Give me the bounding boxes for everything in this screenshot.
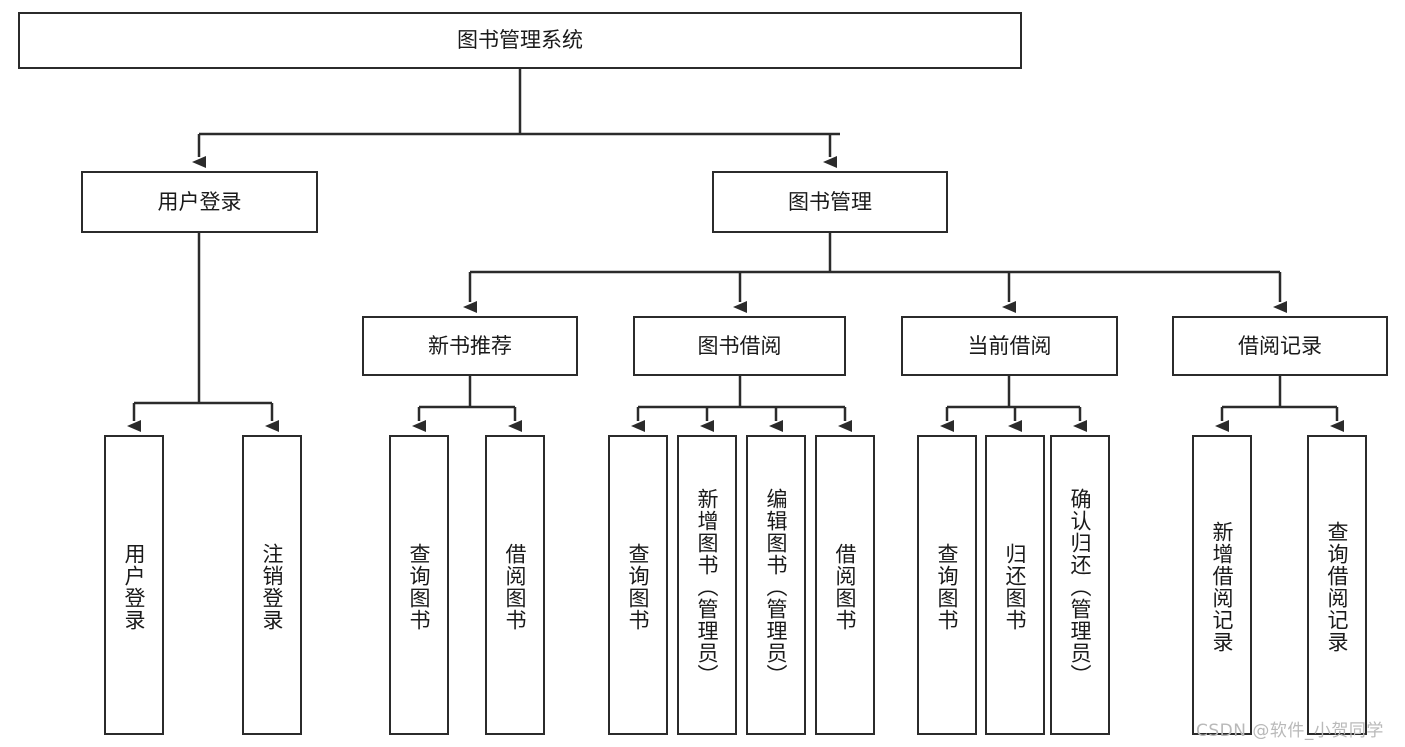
node-leaf-logout-label: 注销登录 [260,543,285,631]
node-leaf-query-book-1[interactable]: 查询图书 [389,435,449,735]
node-leaf-user-login[interactable]: 用户登录 [104,435,164,735]
node-new-book-recommend-label: 新书推荐 [428,333,512,358]
node-leaf-query-book-1-label: 查询图书 [407,543,432,631]
node-book-borrow[interactable]: 图书借阅 [633,316,846,376]
node-leaf-query-book-3[interactable]: 查询图书 [917,435,977,735]
node-leaf-borrow-book-2-label: 借阅图书 [833,543,858,631]
node-leaf-query-book-2[interactable]: 查询图书 [608,435,668,735]
node-user-login-label: 用户登录 [157,189,242,214]
node-leaf-query-book-3-label: 查询图书 [935,543,960,631]
node-leaf-return-book[interactable]: 归还图书 [985,435,1045,735]
node-leaf-confirm-return[interactable]: 确认归还（管理员） [1050,435,1110,735]
node-leaf-borrow-book-1[interactable]: 借阅图书 [485,435,545,735]
node-new-book-recommend[interactable]: 新书推荐 [362,316,578,376]
node-leaf-query-record[interactable]: 查询借阅记录 [1307,435,1367,735]
node-leaf-logout[interactable]: 注销登录 [242,435,302,735]
node-leaf-query-record-label: 查询借阅记录 [1325,521,1350,653]
node-borrow-record[interactable]: 借阅记录 [1172,316,1388,376]
node-leaf-edit-book-label: 编辑图书（管理员） [764,488,789,686]
node-leaf-borrow-book-1-label: 借阅图书 [503,543,528,631]
node-leaf-edit-book[interactable]: 编辑图书（管理员） [746,435,806,735]
node-leaf-query-book-2-label: 查询图书 [626,543,651,631]
node-root-label: 图书管理系统 [457,28,583,53]
node-borrow-record-label: 借阅记录 [1238,333,1322,358]
node-current-borrow[interactable]: 当前借阅 [901,316,1118,376]
node-leaf-return-book-label: 归还图书 [1003,543,1028,631]
node-book-management-label: 图书管理 [788,189,872,214]
node-leaf-borrow-book-2[interactable]: 借阅图书 [815,435,875,735]
node-book-management[interactable]: 图书管理 [712,171,948,233]
node-leaf-user-login-label: 用户登录 [122,543,147,631]
watermark: CSDN @软件_小贺同学 [1196,721,1384,741]
node-leaf-add-book[interactable]: 新增图书（管理员） [677,435,737,735]
node-current-borrow-label: 当前借阅 [967,333,1052,358]
node-book-borrow-label: 图书借阅 [697,333,782,358]
node-leaf-add-book-label: 新增图书（管理员） [695,488,720,686]
node-root[interactable]: 图书管理系统 [18,12,1022,69]
node-leaf-add-record[interactable]: 新增借阅记录 [1192,435,1252,735]
node-leaf-add-record-label: 新增借阅记录 [1210,521,1235,653]
node-leaf-confirm-return-label: 确认归还（管理员） [1068,488,1093,686]
node-user-login[interactable]: 用户登录 [81,171,318,233]
